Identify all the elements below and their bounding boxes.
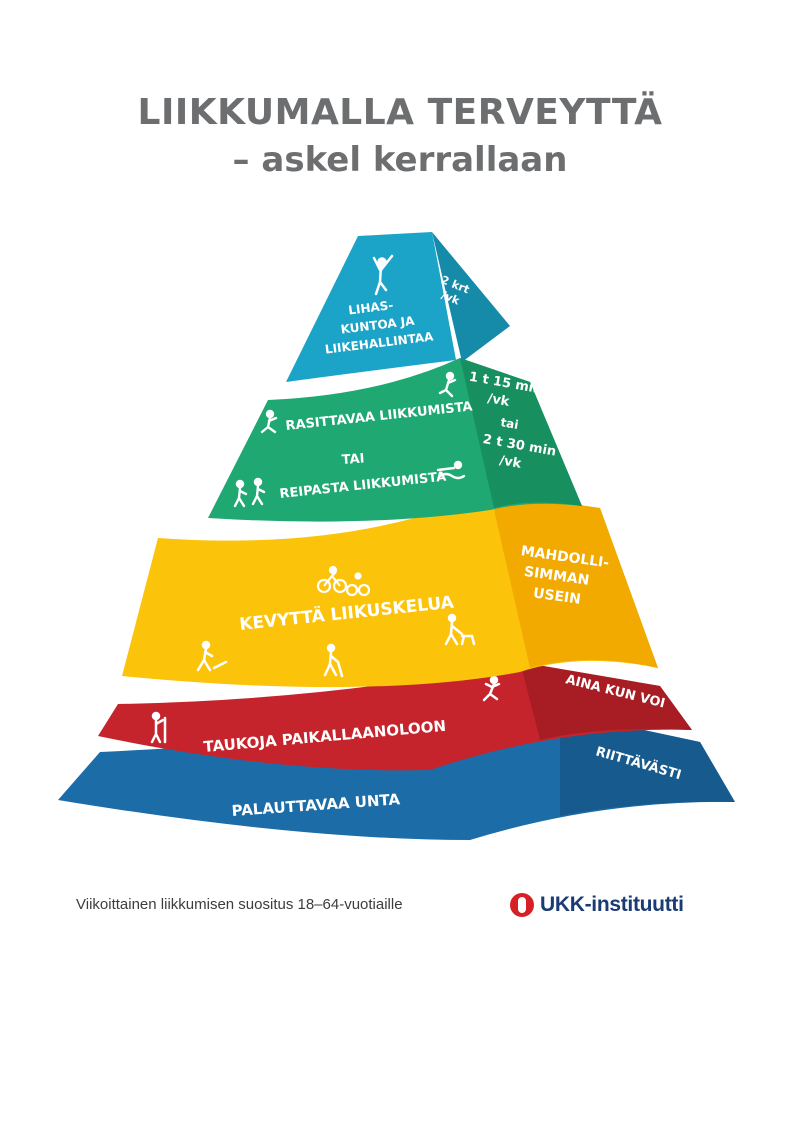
page-subtitle: – askel kerrallaan — [232, 140, 568, 180]
moderate-frequency-line-2: /vk — [498, 453, 522, 472]
walking-person-icon — [196, 640, 228, 672]
pyramid-level-muscle: LIHAS- KUNTOA JA LIIKEHALLINTAA 2 krt /v… — [286, 232, 510, 382]
vigorous-frequency-line-2: /vk — [486, 391, 510, 410]
walking-pair-icon — [233, 477, 266, 508]
muscle-label-line-1: LIHAS- — [348, 298, 394, 317]
ukk-logo: UKK-instituutti — [510, 890, 684, 920]
page-title: LIIKKUMALLA TERVEYTTÄ — [137, 92, 663, 133]
balance-pose-icon — [372, 254, 394, 296]
cycling-icon — [316, 565, 371, 597]
footer-caption: Viikoittainen liikkumisen suositus 18–64… — [76, 896, 403, 913]
pyramid-level-light-activity: KEVYTTÄ LIIKUSKELUA MAHDOLLI- SIMMAN USE… — [122, 492, 658, 688]
pyramid-level-sleep: PALAUTTAVAA UNTA RIITTÄVÄSTI — [58, 712, 735, 840]
running-icon — [260, 371, 457, 434]
swimming-icon — [436, 460, 466, 480]
level-aerobic-frequency-or: tai — [499, 415, 519, 432]
nordic-walking-icon — [323, 643, 344, 678]
pyramid-level-breaks: TAUKOJA PAIKALLAANOLOON AINA KUN VOI — [98, 662, 692, 771]
dog-walking-icon — [444, 613, 476, 646]
light-frequency-line-3: USEIN — [532, 585, 582, 608]
ukk-logo-icon — [510, 893, 534, 917]
level-aerobic-or-label: TAI — [341, 451, 365, 468]
standing-worker-icon — [150, 711, 167, 744]
ukk-logo-text: UKK-instituutti — [540, 893, 684, 916]
pyramid-level-aerobic: RASITTAVAA LIIKKUMISTA TAI REIPASTA LIIK… — [208, 358, 582, 522]
stretching-person-icon — [482, 675, 501, 702]
